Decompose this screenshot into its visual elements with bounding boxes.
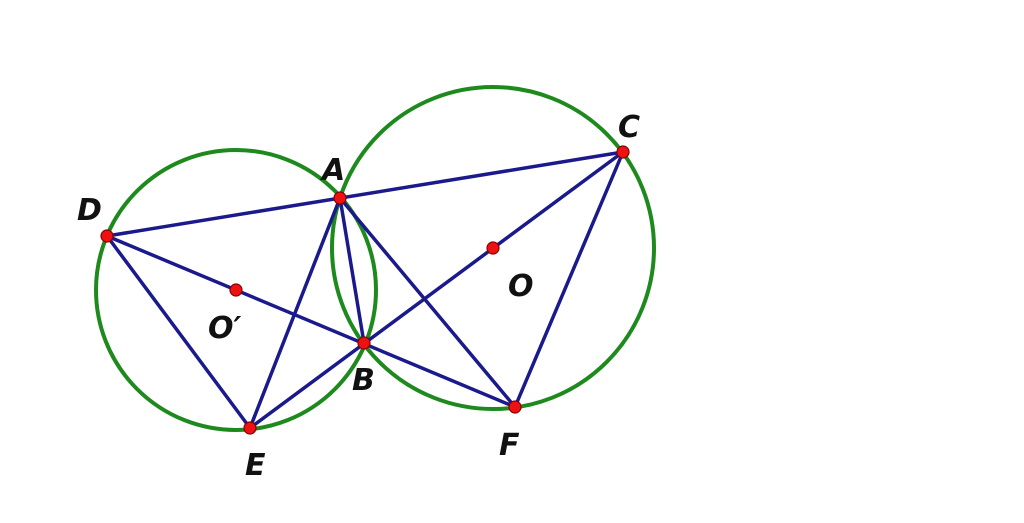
segment-af bbox=[338, 196, 517, 409]
segment-dc bbox=[105, 150, 625, 238]
point-o bbox=[486, 241, 500, 255]
segment-ae bbox=[248, 196, 342, 430]
label-a: A bbox=[320, 153, 345, 188]
point-d bbox=[100, 229, 114, 243]
point-a bbox=[333, 191, 347, 205]
point-c bbox=[616, 145, 630, 159]
label-b: B bbox=[352, 363, 375, 398]
circle-o-prime bbox=[94, 148, 378, 432]
segment-ab bbox=[338, 196, 366, 345]
label-d: D bbox=[77, 193, 102, 228]
label-e: E bbox=[245, 448, 266, 483]
segment-ec bbox=[248, 150, 625, 430]
point-e bbox=[243, 421, 257, 435]
label-o-prime: O′ bbox=[208, 311, 242, 346]
point-f bbox=[508, 400, 522, 414]
segment-df bbox=[105, 234, 517, 409]
label-f: F bbox=[499, 428, 520, 463]
point-o-prime bbox=[229, 283, 243, 297]
label-c: C bbox=[618, 110, 640, 145]
label-o: O bbox=[508, 269, 534, 304]
circle-o bbox=[330, 85, 656, 411]
segment-de bbox=[105, 234, 252, 430]
segment-cf bbox=[513, 150, 625, 409]
point-b bbox=[357, 336, 371, 350]
